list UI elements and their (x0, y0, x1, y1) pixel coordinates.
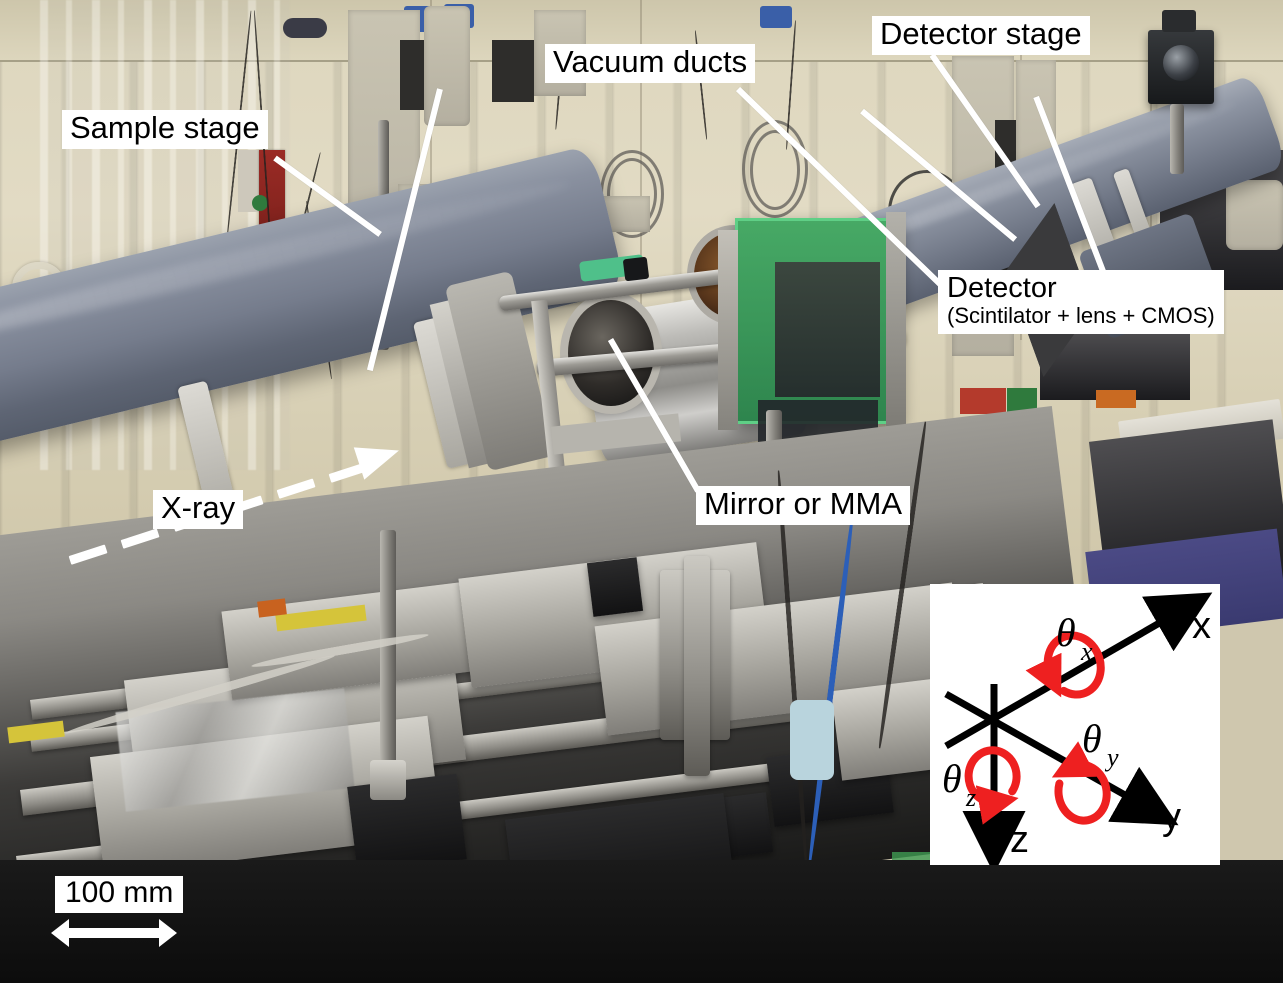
rod-collar (622, 256, 650, 282)
theta-y-subscript: y (1104, 743, 1119, 772)
wall-mount (1226, 180, 1283, 250)
orange-marker (257, 598, 287, 618)
wall-fixture (283, 18, 327, 38)
camera-mount (1162, 10, 1196, 32)
label-vacuum-ducts: Vacuum ducts (545, 44, 756, 83)
detector-mount-frame (886, 212, 906, 426)
label-mirror-or-mma: Mirror or MMA (696, 486, 911, 525)
axis-z-label: z (1010, 819, 1029, 861)
detector-left-frame (718, 230, 738, 430)
wall-seam (430, 0, 432, 300)
black-stage-block (347, 773, 467, 873)
coordinate-system-inset: x y z θ x θ y (930, 584, 1220, 865)
orange-part (1096, 390, 1136, 408)
label-scale-bar: 100 mm (55, 876, 184, 913)
post-collar (370, 760, 406, 800)
label-sample-stage: Sample stage (62, 110, 268, 149)
blue-fitting (760, 6, 792, 28)
rotation-theta-y: θ y (1051, 716, 1119, 825)
camera-lens (1163, 45, 1199, 81)
label-detector-text: Detector (947, 272, 1057, 304)
label-mirror-or-mma-text: Mirror or MMA (704, 486, 903, 521)
label-xray-text: X-ray (161, 490, 236, 525)
theta-z-subscript: z (965, 783, 976, 812)
vertical-stage-carriage (684, 556, 710, 776)
theta-x-symbol: θ (1056, 610, 1076, 655)
motor-block (586, 557, 644, 617)
axis-y: y (944, 690, 1181, 838)
label-xray: X-ray (153, 490, 244, 529)
vertical-post (380, 530, 396, 790)
stage-head (424, 6, 470, 126)
scale-bar-arrow (51, 919, 177, 947)
axis-x-label: x (1192, 605, 1211, 647)
axes-svg: x y z θ x θ y (942, 592, 1213, 865)
floor (0, 860, 1283, 983)
label-detector-subtext: (Scintilator + lens + CMOS) (947, 303, 1215, 329)
label-detector-stage-text: Detector stage (880, 16, 1082, 51)
green-indicator (252, 195, 268, 211)
red-part (960, 388, 1006, 414)
label-sample-stage-text: Sample stage (70, 110, 260, 145)
axis-x: x (944, 592, 1213, 750)
camera-post (1170, 104, 1184, 174)
rotation-theta-x: θ x (1025, 610, 1105, 699)
coiled-hose (750, 130, 800, 210)
upper-rack-dark (492, 40, 534, 102)
detector-dark-shroud (775, 262, 880, 397)
label-detector: Detector (Scintilator + lens + CMOS) (938, 270, 1224, 334)
rotation-theta-z: θ z (942, 746, 1021, 825)
theta-x-subscript: x (1080, 637, 1093, 666)
label-scale-bar-text: 100 mm (65, 876, 174, 909)
theta-y-symbol: θ (1082, 716, 1102, 761)
label-detector-stage: Detector stage (872, 16, 1090, 55)
spray-bottle (790, 700, 834, 780)
theta-z-symbol: θ (942, 756, 962, 801)
axis-y-label: y (1162, 796, 1181, 838)
label-vacuum-ducts-text: Vacuum ducts (553, 44, 748, 79)
